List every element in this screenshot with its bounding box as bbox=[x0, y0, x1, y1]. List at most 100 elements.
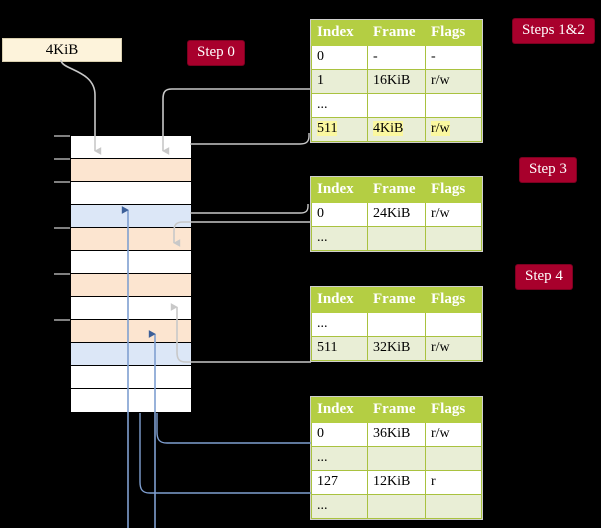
cell-frame bbox=[367, 93, 426, 118]
column-header-frame: Frame bbox=[367, 20, 426, 46]
cell-index: ... bbox=[311, 93, 368, 118]
cell-frame bbox=[367, 446, 426, 471]
memory-row-5 bbox=[71, 251, 191, 274]
column-header-flags: Flags bbox=[425, 20, 482, 46]
highlighted-value: 4KiB bbox=[373, 121, 404, 136]
cell-frame: 36KiB bbox=[367, 422, 426, 447]
cell-flags: r bbox=[425, 470, 482, 495]
cell-index: ... bbox=[311, 446, 368, 471]
cell-frame: 32KiB bbox=[367, 336, 426, 361]
cell-index: ... bbox=[311, 312, 368, 337]
wire-table4-row0-to-memory bbox=[156, 413, 311, 444]
cell-frame: 4KiB bbox=[367, 117, 426, 142]
cell-flags: r/w bbox=[425, 117, 482, 142]
cell-flags bbox=[425, 312, 482, 337]
cell-frame bbox=[367, 312, 426, 337]
cell-flags: r/w bbox=[425, 422, 482, 447]
memory-tick-6 bbox=[54, 273, 70, 275]
memory-row-8 bbox=[71, 320, 191, 343]
wire-table4-row127-to-memory bbox=[139, 413, 311, 494]
cell-flags bbox=[425, 446, 482, 471]
badge-steps-1-2-label: Steps 1&2 bbox=[522, 22, 585, 38]
column-header-index: Index bbox=[311, 20, 368, 46]
source-frame-box: 4KiB bbox=[2, 38, 122, 62]
table-row[interactable]: ... bbox=[311, 446, 482, 471]
badge-step-4-label: Step 4 bbox=[525, 268, 563, 284]
cell-frame: 16KiB bbox=[367, 69, 426, 94]
memory-tick-1 bbox=[54, 158, 70, 160]
cell-frame: 24KiB bbox=[367, 202, 426, 227]
physical-memory-column bbox=[70, 135, 191, 413]
wire-memory-to-table1-row511 bbox=[190, 133, 310, 145]
table-row[interactable]: ... bbox=[311, 494, 482, 519]
cell-index: 0 bbox=[311, 45, 368, 70]
cell-index: ... bbox=[311, 226, 368, 251]
cell-index: 511 bbox=[311, 117, 368, 142]
table-row[interactable]: ... bbox=[311, 312, 482, 337]
column-header-flags: Flags bbox=[425, 177, 482, 203]
highlighted-value: r/w bbox=[431, 121, 450, 136]
memory-row-0 bbox=[71, 136, 191, 159]
column-header-frame: Frame bbox=[367, 397, 426, 423]
column-header-frame: Frame bbox=[367, 287, 426, 313]
table-row[interactable]: ... bbox=[311, 226, 482, 251]
memory-tick-8 bbox=[54, 319, 70, 321]
memory-tick-0 bbox=[54, 135, 70, 137]
memory-row-11 bbox=[71, 389, 191, 412]
cell-flags bbox=[425, 226, 482, 251]
table-row[interactable]: 511 4KiB r/w bbox=[311, 117, 482, 142]
memory-row-7 bbox=[71, 297, 191, 320]
column-header-frame: Frame bbox=[367, 177, 426, 203]
cell-flags: r/w bbox=[425, 336, 482, 361]
column-header-flags: Flags bbox=[425, 397, 482, 423]
memory-row-6 bbox=[71, 274, 191, 297]
wire-table2-row0-to-memory bbox=[173, 221, 311, 247]
highlighted-value: 511 bbox=[317, 121, 338, 136]
badge-steps-1-2: Steps 1&2 bbox=[513, 19, 594, 43]
column-header-index: Index bbox=[311, 397, 368, 423]
wire-table3-to-memory-up bbox=[170, 303, 311, 363]
memory-tick-4 bbox=[54, 227, 70, 229]
cell-index: 1 bbox=[311, 69, 368, 94]
badge-step-0: Step 0 bbox=[188, 41, 244, 65]
cell-flags: - bbox=[425, 45, 482, 70]
cell-index: ... bbox=[311, 494, 368, 519]
table-row[interactable]: 0-- bbox=[311, 45, 482, 70]
badge-step-3-label: Step 3 bbox=[529, 161, 567, 177]
memory-row-9 bbox=[71, 343, 191, 366]
memory-row-4 bbox=[71, 228, 191, 251]
badge-step-4: Step 4 bbox=[516, 265, 572, 289]
table-row[interactable]: ... bbox=[311, 93, 482, 118]
memory-row-2 bbox=[71, 182, 191, 205]
cell-index: 511 bbox=[311, 336, 368, 361]
memory-tick-2 bbox=[54, 181, 70, 183]
cell-frame bbox=[367, 494, 426, 519]
column-header-index: Index bbox=[311, 287, 368, 313]
cell-index: 0 bbox=[311, 202, 368, 227]
wire-memory-to-table2 bbox=[190, 204, 309, 214]
cell-index: 127 bbox=[311, 470, 368, 495]
memory-row-1 bbox=[71, 159, 191, 182]
cell-index: 0 bbox=[311, 422, 368, 447]
badge-step-3: Step 3 bbox=[520, 158, 576, 182]
cell-frame: 12KiB bbox=[367, 470, 426, 495]
cell-frame: - bbox=[367, 45, 426, 70]
cell-flags: r/w bbox=[425, 202, 482, 227]
column-header-flags: Flags bbox=[425, 287, 482, 313]
source-frame-label: 4KiB bbox=[45, 41, 79, 58]
badge-step-0-label: Step 0 bbox=[197, 44, 235, 60]
